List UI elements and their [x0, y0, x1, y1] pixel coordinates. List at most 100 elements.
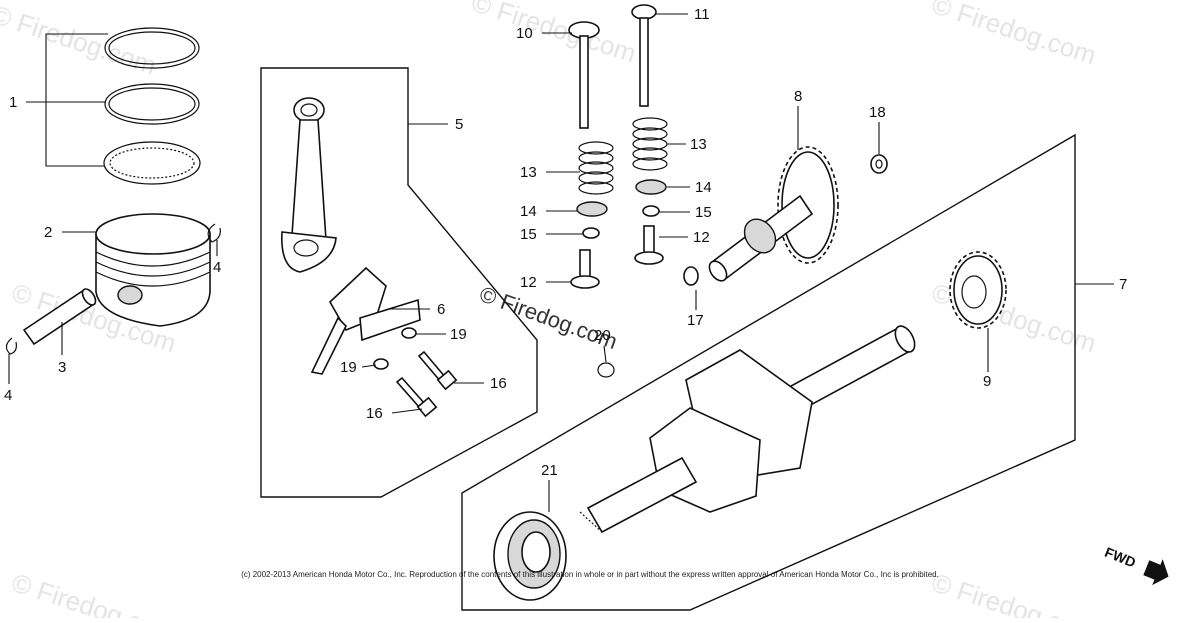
- callout-12: 12: [520, 274, 537, 291]
- piston-pin-boss: [117, 285, 143, 305]
- spring-coil: [578, 151, 614, 165]
- lifter-foot: [570, 275, 600, 289]
- callout-17: 17: [687, 312, 704, 329]
- piston-ring-set: [103, 27, 201, 185]
- spring-retainer: [635, 179, 667, 195]
- callout-4: 4: [4, 387, 12, 404]
- piston-ring-second-inner: [108, 87, 196, 121]
- piston-groove: [95, 271, 211, 287]
- piston-groove: [95, 251, 211, 267]
- valve-lifter: [634, 225, 664, 265]
- valve-spring: [578, 141, 614, 195]
- spring-coil: [632, 117, 668, 131]
- crank-gear-face: [953, 255, 1003, 325]
- lock-plate: [359, 298, 421, 342]
- spring-coil: [578, 171, 614, 185]
- thrust-washer: [870, 154, 888, 174]
- valve-lifter: [570, 249, 600, 289]
- callout-20: 20: [594, 327, 611, 344]
- piston-ring-oil: [103, 141, 201, 185]
- connecting-rod: [281, 97, 337, 273]
- copyright-notice: (c) 2002-2013 American Honda Motor Co., …: [241, 570, 939, 579]
- callout-14: 14: [520, 203, 537, 220]
- piston-pin-clip: [5, 337, 17, 355]
- piston-pin-end: [81, 288, 97, 306]
- callout-21: 21: [541, 462, 558, 479]
- washer: [373, 358, 389, 370]
- callout-9: 9: [983, 373, 991, 390]
- spring-coil: [578, 141, 614, 155]
- valve-stem: [579, 35, 589, 129]
- piston-ring-oil-inner: [109, 147, 195, 179]
- piston-crown: [95, 213, 211, 255]
- valve-collet: [582, 227, 600, 239]
- rod-big-end-bore: [293, 239, 319, 257]
- lifter-foot: [634, 251, 664, 265]
- callout-5: 5: [455, 116, 463, 133]
- valve-collet: [642, 205, 660, 217]
- connecting-rod-group-frame: [260, 67, 538, 498]
- cam-gear-face: [781, 151, 835, 259]
- crankshaft-thread: [579, 511, 603, 533]
- rod-bolt: [395, 376, 438, 418]
- rod-bolt-head: [416, 396, 438, 418]
- spring-coil: [578, 161, 614, 175]
- callout-10: 10: [516, 25, 533, 42]
- rod-bolt: [417, 350, 458, 391]
- spring-coil: [632, 157, 668, 171]
- leader-line: [361, 364, 377, 368]
- valve-stem: [639, 17, 649, 107]
- spring-retainer: [576, 201, 608, 217]
- leader-lines: [8, 13, 1114, 512]
- callout-3: 3: [58, 359, 66, 376]
- spring-coil: [632, 127, 668, 141]
- crankshaft-gear: [949, 251, 1007, 329]
- piston-groove: [95, 261, 211, 277]
- crankshaft-group-frame: [461, 133, 1076, 611]
- watermark-text: © Firedog.com: [8, 567, 180, 618]
- rod-small-end: [293, 97, 325, 123]
- leader-line: [45, 33, 108, 167]
- watermark-text: © Firedog.com: [928, 567, 1100, 618]
- callout-13: 13: [690, 136, 707, 153]
- callout-14: 14: [695, 179, 712, 196]
- callout-1: 1: [9, 94, 17, 111]
- exhaust-valve: [631, 4, 657, 107]
- callout-11: 11: [694, 6, 710, 23]
- thrust-washer-hole: [875, 159, 883, 169]
- spring-coil: [578, 181, 614, 195]
- fwd-direction-marker: FWD: [1103, 544, 1169, 586]
- callout-19: 19: [340, 359, 357, 376]
- crank-gear-bore: [961, 275, 987, 309]
- camshaft-end: [708, 260, 728, 282]
- crankshaft-pto-face: [894, 325, 916, 353]
- watermark-text: © Firedog.com: [928, 0, 1100, 71]
- cam-lobe: [743, 218, 777, 254]
- piston-ring-top: [104, 27, 200, 69]
- bearing-inner-race: [521, 531, 551, 573]
- piston-pin: [22, 288, 97, 346]
- washer: [401, 327, 417, 339]
- callout-4: 4: [213, 259, 221, 276]
- piston-ring-top-inner: [108, 31, 196, 65]
- rod-bolt-head: [436, 369, 458, 391]
- valve-spring: [632, 117, 668, 171]
- callout-6: 6: [437, 301, 445, 318]
- callout-16: 16: [366, 405, 383, 422]
- intake-valve: [568, 21, 600, 129]
- piston: [95, 213, 211, 327]
- fwd-label: FWD: [1103, 544, 1139, 571]
- callout-7: 7: [1119, 276, 1127, 293]
- callout-13: 13: [520, 164, 537, 181]
- camshaft-assembly: [708, 146, 839, 282]
- watermark-text: © Firedog.com: [0, 0, 160, 81]
- rod-cap: [310, 266, 421, 375]
- crankshaft: [579, 325, 916, 534]
- crankshaft-flywheel-end: [586, 456, 698, 534]
- callout-8: 8: [794, 88, 802, 105]
- leader-line: [603, 345, 607, 363]
- callout-15: 15: [520, 226, 537, 243]
- piston-pin-clip: [207, 223, 221, 243]
